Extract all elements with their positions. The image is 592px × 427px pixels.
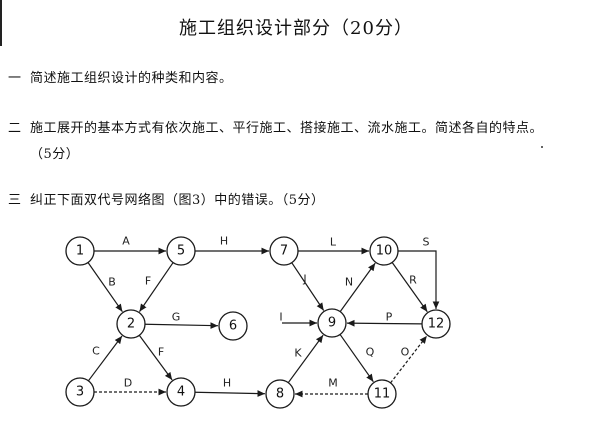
question-3-number: 三 [8, 193, 22, 208]
node-1: 1 [65, 236, 95, 266]
node-label: 8 [276, 387, 284, 402]
edge-label-c: C [92, 345, 100, 358]
question-1: 一简述施工组织设计的种类和内容。 [8, 67, 233, 86]
edge-arrow-n7-n9 [291, 262, 325, 311]
margin-rule [0, 0, 2, 46]
node-circle [65, 377, 95, 407]
node-label: 5 [177, 244, 185, 259]
node-label: 2 [127, 317, 135, 332]
node-12: 12 [421, 309, 451, 339]
node-circle [116, 309, 146, 339]
node-label: 6 [229, 319, 237, 334]
question-1-number: 一 [8, 71, 22, 86]
node-8: 8 [265, 379, 295, 409]
node-label: 12 [428, 317, 445, 332]
node-circle [218, 311, 248, 341]
node-label: 10 [376, 244, 393, 259]
edges-layer: A B F H L J N S R G C F D H M K P Q O I [87, 235, 440, 398]
node-label: 7 [280, 244, 288, 259]
edge-label-o: O [401, 346, 410, 359]
edge-label-a: A [122, 235, 130, 248]
node-circle [166, 377, 196, 407]
node-circle [367, 379, 397, 409]
node-label: 9 [328, 316, 336, 331]
node-label: 1 [76, 244, 84, 259]
edge-arrow-n9-n10 [339, 262, 376, 313]
edge-arrow-n10-n12 [398, 250, 440, 309]
edge-label-m: M [328, 377, 338, 390]
edge-arrow-n2-n6 [144, 322, 219, 329]
edge-label-p: P [386, 311, 393, 324]
edge-arrow-n10-n12 [391, 262, 428, 313]
edge-label-i: I [279, 311, 282, 324]
node-circle [369, 236, 399, 266]
edge-label-n: N [345, 276, 353, 289]
edge-arrow-n2-n4 [138, 334, 173, 381]
question-2-points: （5分） [30, 147, 80, 162]
node-label: 11 [374, 387, 391, 402]
section-title: 施工组织设计部分（20分） [179, 18, 413, 39]
edge-label-r: R [409, 274, 417, 287]
node-2: 2 [116, 309, 146, 339]
node-4: 4 [166, 377, 196, 407]
node-circle [65, 236, 95, 266]
edge-label-f: F [158, 346, 164, 359]
node-7: 7 [269, 236, 299, 266]
edge-arrow-n1-n2 [87, 262, 123, 313]
node-circle [421, 309, 451, 339]
question-2-number: 二 [8, 121, 22, 136]
question-2-text: 施工展开的基本方式有依次施工、平行施工、搭接施工、流水施工。简述各自的特点。 [30, 121, 544, 136]
edge-label-j: J [302, 273, 306, 286]
edge-label-f: F [145, 275, 151, 288]
edge-arrow-n4-n8 [194, 390, 266, 397]
edge-label-h: H [223, 377, 231, 390]
scan-speck [541, 146, 543, 148]
edge-arrow-n3-n2 [87, 335, 123, 382]
node-9: 9 [317, 308, 347, 338]
edge-label-d: D [124, 377, 132, 390]
node-circle [166, 236, 196, 266]
edge-label-g: G [172, 311, 181, 324]
nodes-layer: 1 5 7 10 2 6 9 12 3 4 8 11 [65, 236, 451, 409]
edge-arrow-n12-n9 [346, 319, 423, 327]
question-3: 三纠正下面双代号网络图（图3）中的错误。（5分） [8, 189, 325, 208]
node-5: 5 [166, 236, 196, 266]
edge-label-k: K [294, 347, 302, 360]
node-circle [265, 379, 295, 409]
edge-label-l: L [330, 236, 337, 249]
edge-arrow-n9-n11 [339, 334, 374, 383]
edge-label-s: S [423, 236, 430, 249]
edge-arrow-n11-n12 [390, 335, 428, 384]
edge-arrow-n5-n2 [138, 262, 174, 312]
edge-label-b: B [108, 276, 116, 289]
node-circle [269, 236, 299, 266]
node-circle [317, 308, 347, 338]
question-3-text: 纠正下面双代号网络图（图3）中的错误。（5分） [30, 193, 325, 208]
node-11: 11 [367, 379, 397, 409]
question-1-text: 简述施工组织设计的种类和内容。 [30, 71, 233, 86]
node-3: 3 [65, 377, 95, 407]
node-6: 6 [218, 311, 248, 341]
node-label: 4 [177, 385, 185, 400]
edge-arrow-n8-n9 [287, 334, 324, 384]
edge-label-q: Q [366, 346, 375, 359]
node-label: 3 [76, 385, 84, 400]
node-10: 10 [369, 236, 399, 266]
edge-label-h: H [220, 235, 228, 248]
question-2: 二施工展开的基本方式有依次施工、平行施工、搭接施工、流水施工。简述各自的特点。 [8, 117, 543, 136]
